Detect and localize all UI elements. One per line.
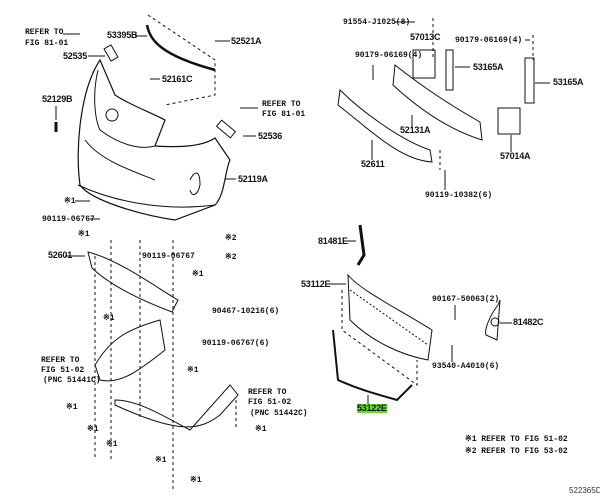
note-mark-1: ※1 (103, 314, 115, 323)
note-mark-1: ※1 (87, 425, 99, 434)
undercover-52601-drawing (87, 251, 179, 313)
fig-81-01-link[interactable]: FIG 81-01 (25, 39, 69, 48)
part-52536[interactable]: 52536 (258, 131, 283, 141)
part-52535[interactable]: 52535 (63, 51, 88, 61)
fig-81-01-link[interactable]: FIG 81-01 (262, 110, 306, 119)
undercover-51441C-drawing (94, 319, 166, 382)
part-52601[interactable]: 52601 (48, 250, 73, 260)
note-mark-1: ※1 (78, 230, 90, 239)
part-53122E-highlighted[interactable]: 53122E (357, 403, 387, 413)
molding-53122E-drawing (332, 329, 413, 402)
part-53165A[interactable]: 53165A (553, 77, 584, 87)
refer-to-label: REFER TO (41, 356, 80, 365)
part-93540-A4010[interactable]: 93540-A4010(6) (432, 362, 500, 371)
trim-strip-drawing (145, 24, 216, 72)
part-90119-10382[interactable]: 90119-10382(6) (425, 191, 493, 200)
note-mark-1: ※1 (155, 456, 167, 465)
note-mark-1: ※1 (190, 476, 202, 485)
refer-to-label: REFER TO (248, 388, 287, 397)
note-mark-1: ※1 (66, 403, 78, 412)
absorber-drawing (337, 88, 433, 163)
part-90167-50063[interactable]: 90167-50063(2) (432, 295, 500, 304)
part-52129B[interactable]: 52129B (42, 94, 73, 104)
leader-dashes (94, 14, 534, 490)
note-mark-1: ※1 (106, 440, 118, 449)
part-52119A[interactable]: 52119A (238, 174, 268, 184)
part-90119-06767[interactable]: 90119-06767 (142, 252, 195, 261)
undercover-51442C-drawing (114, 384, 239, 431)
part-53112E[interactable]: 53112E (301, 279, 331, 289)
bracket-52536-drawing (215, 119, 237, 139)
part-53165A[interactable]: 53165A (473, 62, 504, 72)
part-52611[interactable]: 52611 (361, 159, 385, 169)
bracket-52535-drawing (103, 44, 119, 62)
part-91554-J1025[interactable]: 91554-J1025(8) (343, 18, 411, 27)
part-52161C[interactable]: 52161C (162, 74, 193, 84)
part-52521A[interactable]: 52521A (231, 36, 262, 46)
pnc-51441c-label: (PNC 51441C) (43, 376, 101, 385)
fig-51-02-link[interactable]: FIG 51-02 (248, 398, 292, 407)
bezel-81481E-drawing (356, 224, 366, 266)
pnc-51442c-label: (PNC 51442C) (250, 409, 308, 418)
refer-to-label: REFER TO (262, 100, 301, 109)
refer-to-label: REFER TO (25, 28, 64, 37)
note-mark-1: ※1 (255, 425, 267, 434)
bracket-57013C-drawing (412, 49, 436, 79)
diagram-code: 522365D (569, 486, 600, 495)
note-mark-2: ※2 (225, 234, 237, 243)
grille-53112E-drawing (347, 273, 433, 361)
note-mark-2: ※2 (225, 253, 237, 262)
note-mark-1: ※1 (192, 270, 204, 279)
part-81481E[interactable]: 81481E (318, 236, 348, 246)
part-81482C[interactable]: 81482C (513, 317, 544, 327)
legend-note-1: ※1 REFER TO FIG 51-02 (465, 435, 568, 444)
bezel-81482C-drawing (485, 299, 501, 341)
part-90179-06169[interactable]: 90179-06169(4) (455, 36, 523, 45)
part-90467-10216[interactable]: 90467-10216(6) (212, 307, 280, 316)
part-57013C[interactable]: 57013C (410, 32, 441, 42)
part-57014A[interactable]: 57014A (500, 151, 531, 161)
part-52131A[interactable]: 52131A (400, 125, 431, 135)
bracket-57014A-drawing (497, 107, 521, 135)
part-90119-06767-6[interactable]: 90119-06767(6) (202, 339, 270, 348)
fig-51-02-link[interactable]: FIG 51-02 (41, 366, 85, 375)
reinforcement-drawing (392, 64, 483, 141)
bracket-53165A-right-drawing (524, 57, 535, 104)
leader-lines (55, 21, 550, 405)
part-53395B[interactable]: 53395B (107, 30, 138, 40)
bumper-cover-drawing (77, 58, 231, 221)
note-mark-1: ※1 (187, 366, 199, 375)
note-mark-1: ※1 (64, 197, 76, 206)
part-90179-06169[interactable]: 90179-06169(4) (355, 51, 423, 60)
bracket-53165A-left-drawing (445, 49, 454, 91)
legend-note-2: ※2 REFER TO FIG 53-02 (465, 447, 568, 456)
part-90119-06767[interactable]: 90119-06767 (42, 215, 95, 224)
